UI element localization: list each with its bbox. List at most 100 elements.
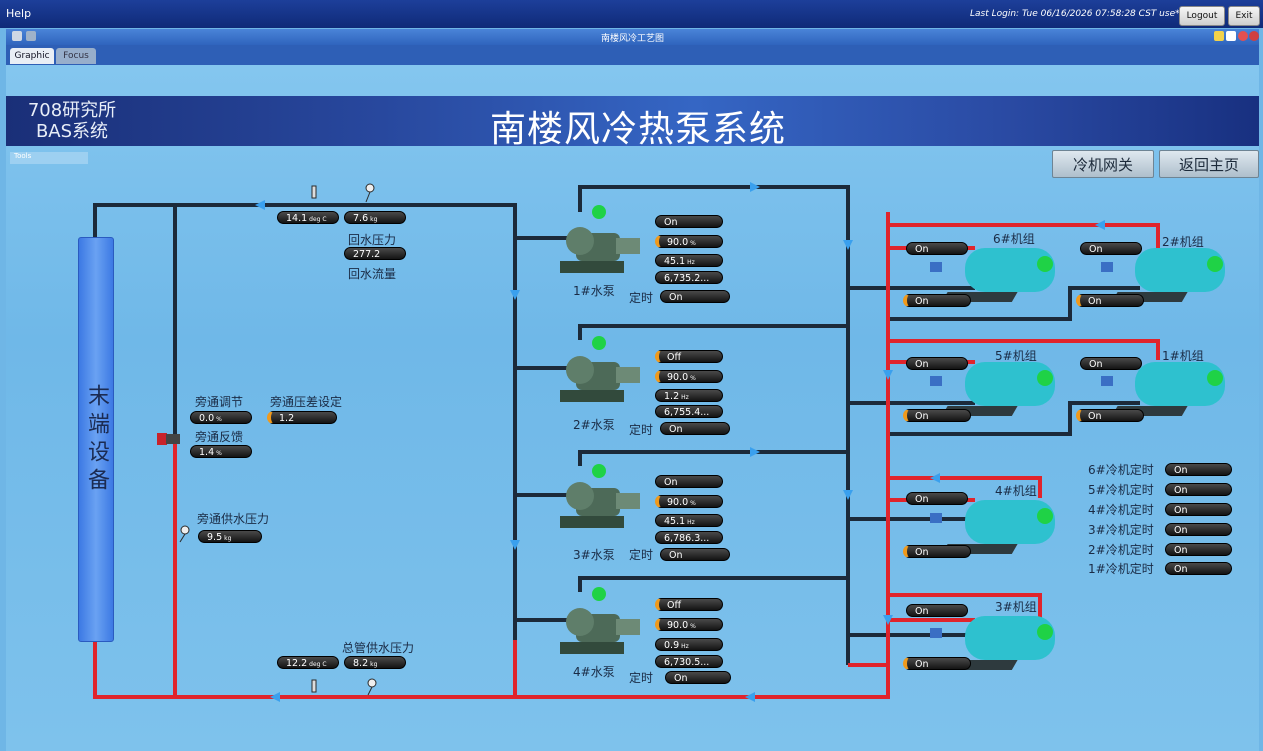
chiller3-timer-label: 3#冷机定时	[1088, 523, 1154, 537]
pump2-timer-label: 定时	[629, 423, 654, 437]
last-login-text: Last Login: Tue 06/16/2026 07:58:28 CST …	[970, 9, 1189, 19]
pump2-status[interactable]: Off	[655, 350, 723, 363]
unit2-status-bottom[interactable]: On	[1076, 294, 1144, 307]
pump1-name: 1#水泵	[573, 284, 615, 298]
pump4-load[interactable]: 90.0%	[655, 618, 723, 631]
pump3-load[interactable]: 90.0%	[655, 495, 723, 508]
system-name: BAS系统	[35, 121, 109, 142]
tab-focus[interactable]: Focus	[56, 48, 96, 64]
window-restore-icon[interactable]	[26, 31, 36, 41]
unit6-name: 6#机组	[993, 232, 1035, 246]
unit4-name: 4#机组	[995, 484, 1037, 498]
pump1-timer[interactable]: On	[660, 290, 730, 303]
chiller5-timer-label: 5#冷机定时	[1088, 483, 1154, 497]
terminal-label: 末端设备	[84, 383, 109, 496]
unit1-name: 1#机组	[1162, 349, 1204, 363]
pump4-timer-label: 定时	[629, 671, 654, 685]
chiller6-timer-label: 6#冷机定时	[1088, 463, 1154, 477]
chiller-gateway-button[interactable]: 冷机网关	[1052, 150, 1154, 178]
org-logo: 708研究所 BAS系统	[22, 100, 122, 142]
terminal-equipment[interactable]: 末端设备	[78, 237, 114, 642]
title-banner	[6, 96, 1259, 146]
pump3-timer-label: 定时	[629, 548, 654, 562]
home-button[interactable]: 返回主页	[1159, 150, 1259, 178]
pump4-status[interactable]: Off	[655, 598, 723, 611]
tools-dropdown[interactable]: Tools	[10, 152, 88, 164]
unit2-name: 2#机组	[1162, 235, 1204, 249]
chiller-valves	[930, 262, 1113, 638]
pump3-runtime: 6,786.3...	[655, 531, 723, 544]
pump3-status[interactable]: On	[655, 475, 723, 488]
exit-button[interactable]: Exit	[1228, 6, 1260, 26]
stop-icon[interactable]	[1238, 31, 1248, 41]
pump4-timer[interactable]: On	[665, 671, 731, 684]
bypass-supply-pressure-label: 旁通供水压力	[197, 512, 270, 526]
logout-button[interactable]: Logout	[1179, 6, 1225, 26]
bypass-regulation-value[interactable]: 0.0%	[190, 411, 252, 424]
gauges	[179, 183, 377, 696]
app-menu-bar	[0, 0, 1263, 28]
chiller2-timer[interactable]: On	[1165, 543, 1232, 556]
folder-icon[interactable]	[1214, 31, 1224, 41]
unit3-status-bottom[interactable]: On	[903, 657, 971, 670]
return-flow-value: 277.2	[344, 247, 406, 260]
supply-pressure-label: 总管供水压力	[342, 641, 415, 655]
unit1-status-top[interactable]: On	[1080, 357, 1142, 370]
close-icon[interactable]	[1249, 31, 1259, 41]
chiller4-timer-label: 4#冷机定时	[1088, 503, 1154, 517]
bypass-regulation-label: 旁通调节	[195, 395, 244, 409]
minimize-icon[interactable]	[1226, 31, 1236, 41]
unit6-status-bottom[interactable]: On	[903, 294, 971, 307]
unit5-status-bottom[interactable]: On	[903, 409, 971, 422]
chiller4-timer[interactable]: On	[1165, 503, 1232, 516]
pump1-runtime: 6,735.2...	[655, 271, 723, 284]
bypass-feedback-value: 1.4%	[190, 445, 252, 458]
unit5-status-top[interactable]: On	[906, 357, 968, 370]
pump3-timer[interactable]: On	[660, 548, 730, 561]
chiller1-timer[interactable]: On	[1165, 562, 1232, 575]
pump3-name: 3#水泵	[573, 548, 615, 562]
org-name: 708研究所	[27, 100, 117, 121]
return-flow-label: 回水流量	[348, 267, 397, 281]
chiller3-timer[interactable]: On	[1165, 523, 1232, 536]
tab-row: Graphic Focus	[6, 45, 1259, 65]
chiller2-timer-label: 2#冷机定时	[1088, 543, 1154, 557]
unit5-name: 5#机组	[995, 349, 1037, 363]
unit1-status-bottom[interactable]: On	[1076, 409, 1144, 422]
pump1-status[interactable]: On	[655, 215, 723, 228]
window-menu-icon[interactable]	[12, 31, 22, 41]
pump4-name: 4#水泵	[573, 665, 615, 679]
unit4-status-top[interactable]: On	[906, 492, 968, 505]
pump1-timer-label: 定时	[629, 291, 654, 305]
bypass-dp-setpoint-label: 旁通压差设定	[270, 395, 343, 409]
pump2-name: 2#水泵	[573, 418, 615, 432]
pump2-timer[interactable]: On	[660, 422, 730, 435]
bypass-valve	[157, 433, 180, 445]
return-pressure-label: 回水压力	[348, 233, 397, 247]
tab-graphic[interactable]: Graphic	[10, 48, 54, 64]
page-title: 南楼风冷热泵系统	[490, 109, 787, 150]
chiller5-timer[interactable]: On	[1165, 483, 1232, 496]
chiller1-timer-label: 1#冷机定时	[1088, 562, 1154, 576]
unit2-status-top[interactable]: On	[1080, 242, 1142, 255]
unit6-status-top[interactable]: On	[906, 242, 968, 255]
unit3-name: 3#机组	[995, 600, 1037, 614]
window-title-bar: 南楼风冷工艺图	[6, 29, 1259, 45]
bypass-dp-setpoint-value[interactable]: 1.2	[267, 411, 337, 424]
pump2-load[interactable]: 90.0%	[655, 370, 723, 383]
unit3-status-top[interactable]: On	[906, 604, 968, 617]
menu-help[interactable]: Help	[6, 7, 32, 20]
bypass-feedback-label: 旁通反馈	[195, 430, 244, 444]
unit4-status-bottom[interactable]: On	[903, 545, 971, 558]
chiller6-timer[interactable]: On	[1165, 463, 1232, 476]
window-title: 南楼风冷工艺图	[600, 34, 664, 44]
pump1-load[interactable]: 90.0%	[655, 235, 723, 248]
